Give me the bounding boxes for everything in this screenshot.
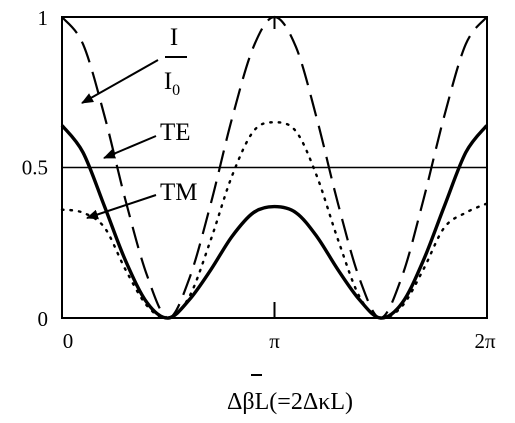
ratio-denominator-label: I0: [164, 68, 180, 99]
y-tick-label-1: 1: [38, 6, 49, 30]
te-arrow: [103, 135, 157, 159]
y-tick-label-0: 0: [38, 307, 49, 331]
ratio-numerator-label: I: [170, 24, 178, 51]
series-dashed-line: [61, 15, 488, 320]
x-tick-label-2pi: 2π: [474, 329, 496, 353]
tm-label: TM: [160, 179, 198, 206]
series-solid-line-te: [60, 124, 489, 320]
ratio-subscript-text: 0: [172, 82, 180, 99]
tm-arrow: [86, 194, 157, 220]
y-tick-label-0-5: 0.5: [22, 156, 48, 180]
x-axis-label-main: ΔβL: [227, 389, 269, 415]
x-axis-label: ΔβL(=2ΔκL): [227, 389, 353, 415]
x-axis-label-paren: (=2ΔκL): [269, 389, 353, 415]
series-dotted-line-tm: [60, 121, 488, 320]
ratio-arrow: [81, 59, 159, 104]
x-tick-label-pi: π: [269, 329, 280, 353]
te-label: TE: [160, 119, 191, 146]
x-tick-label-0: 0: [63, 329, 74, 353]
ratio-denominator-text: I: [164, 68, 172, 95]
